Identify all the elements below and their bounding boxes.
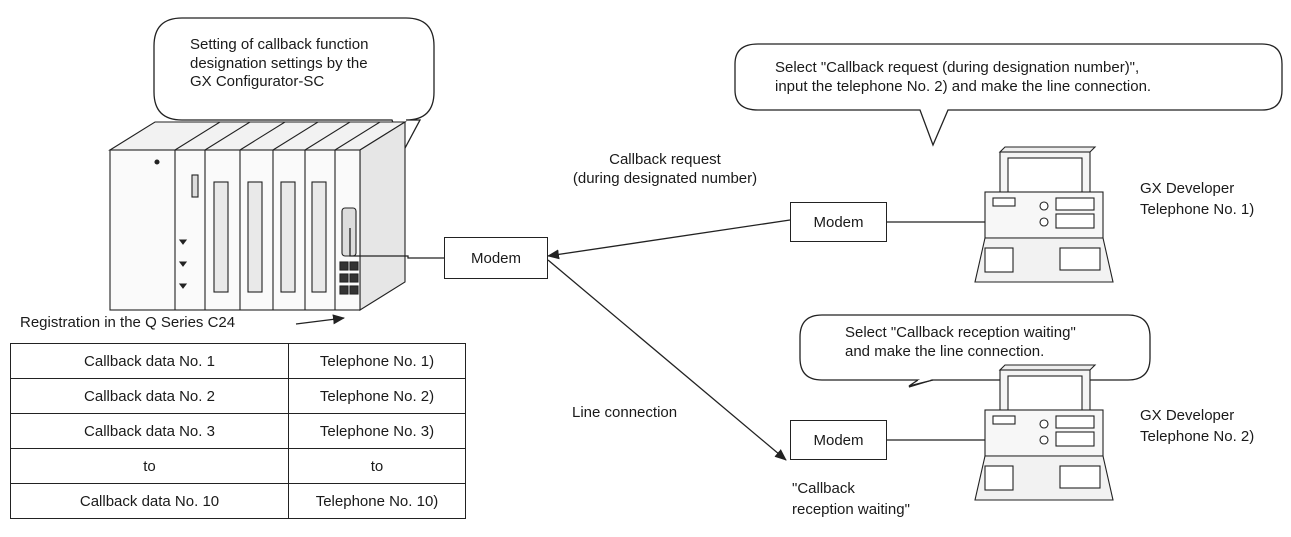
table-row: Callback data No. 1 Telephone No. 1) — [10, 343, 466, 379]
pc-top-bubble-line: input the telephone No. 2) and make the … — [775, 77, 1152, 95]
table-row: Callback data No. 3 Telephone No. 3) — [10, 413, 466, 449]
telephone-cell: Telephone No. 2) — [288, 378, 466, 414]
pc-top-computer — [974, 146, 1114, 283]
pc-bottom-computer — [974, 364, 1114, 501]
pc-bottom-status: "Callback reception waiting" — [792, 478, 910, 520]
pc-bottom-bubble-line: Select "Callback reception waiting" — [845, 324, 1076, 341]
pc-bottom-status-line: "Callback — [792, 480, 855, 497]
line-connection-label: Line connection — [572, 404, 678, 421]
callback-request-line: (during designated number) — [572, 170, 758, 187]
telephone-cell: Telephone No. 10) — [288, 483, 466, 519]
callback-data-cell: Callback data No. 10 — [10, 483, 289, 519]
pc-bottom-name: GX Developer Telephone No. 2) — [1140, 405, 1254, 447]
plc-callout-bubble — [153, 17, 435, 152]
table-row: to to — [10, 448, 466, 484]
registration-table: Callback data No. 1 Telephone No. 1) Cal… — [10, 343, 466, 519]
callback-data-cell: Callback data No. 1 — [10, 343, 289, 379]
center-modem: Modem — [444, 237, 548, 279]
plc-bubble-line: GX Configurator-SC — [190, 73, 325, 90]
pc-bottom-modem: Modem — [790, 420, 887, 460]
plc-modem-cable — [349, 228, 444, 259]
pc-top-modem: Modem — [790, 202, 887, 242]
callback-request-arrow — [547, 219, 791, 260]
plc-bubble-line: designation settings by the — [190, 54, 368, 72]
registration-arrow — [295, 314, 345, 325]
callback-data-cell: to — [10, 448, 289, 484]
pc-top-name-line: GX Developer — [1140, 180, 1235, 197]
plc-rack — [108, 121, 407, 311]
registration-label: Registration in the Q Series C24 — [20, 314, 236, 331]
callback-data-cell: Callback data No. 2 — [10, 378, 289, 414]
callback-request-label: Callback request (during designated numb… — [540, 150, 790, 188]
line-connection-arrow — [547, 259, 787, 461]
pc-top-name-line: Telephone No. 1) — [1140, 201, 1255, 218]
pc-bottom-name-line: Telephone No. 2) — [1140, 428, 1255, 445]
callback-request-line: Callback request — [609, 151, 721, 168]
pc-bottom-name-line: GX Developer — [1140, 407, 1235, 424]
plc-bubble-text: Setting of callback function designation… — [190, 36, 368, 92]
pc-top-callout-bubble — [734, 43, 1283, 147]
telephone-cell: to — [288, 448, 466, 484]
callback-data-cell: Callback data No. 3 — [10, 413, 289, 449]
pc-bottom-bubble-text: Select "Callback reception waiting" and … — [845, 324, 1076, 361]
table-row: Callback data No. 2 Telephone No. 2) — [10, 378, 466, 414]
pc-top-bubble-text: Select "Callback request (during designa… — [775, 59, 1151, 96]
table-row: Callback data No. 10 Telephone No. 10) — [10, 483, 466, 519]
telephone-cell: Telephone No. 1) — [288, 343, 466, 379]
telephone-cell: Telephone No. 3) — [288, 413, 466, 449]
pc-bottom-status-line: reception waiting" — [792, 501, 910, 518]
pc-bottom-bubble-line: and make the line connection. — [845, 342, 1045, 360]
pc-top-bubble-line: Select "Callback request (during designa… — [775, 59, 1140, 76]
plc-bubble-line: Setting of callback function — [190, 36, 369, 53]
pc-top-name: GX Developer Telephone No. 1) — [1140, 178, 1254, 220]
